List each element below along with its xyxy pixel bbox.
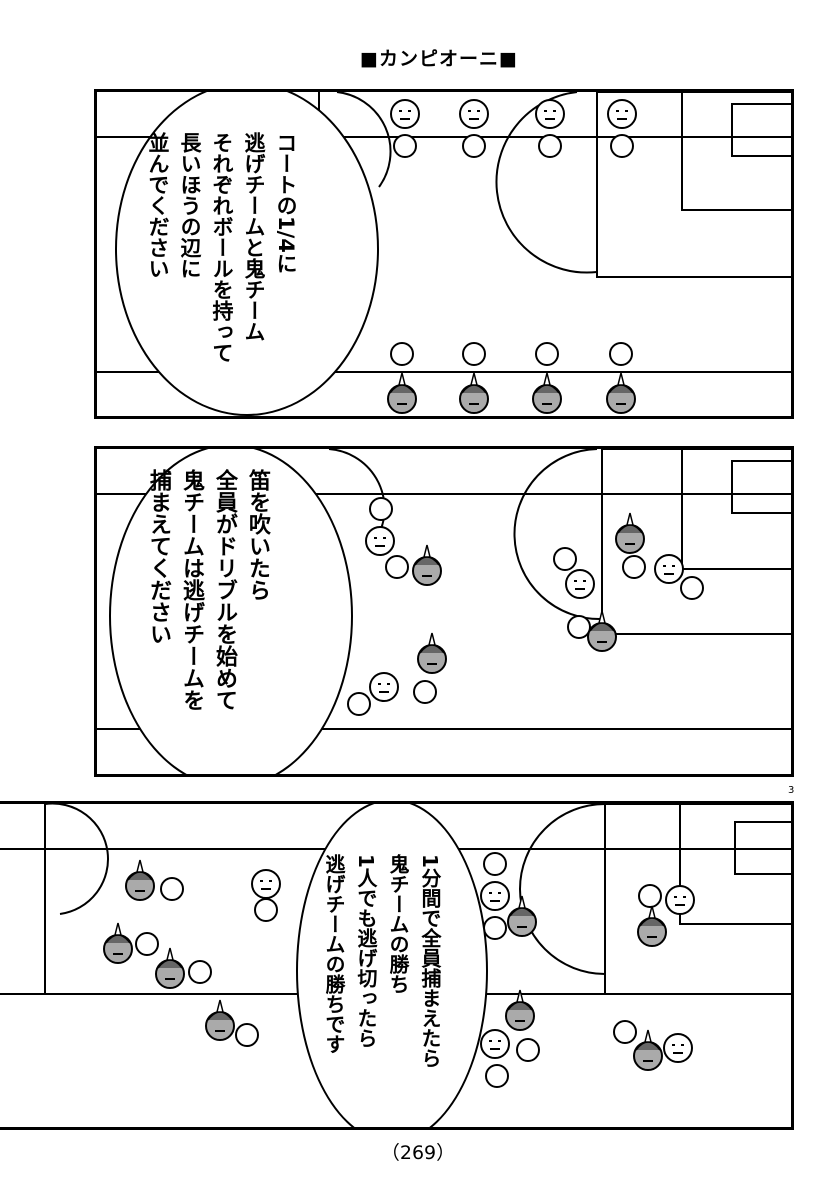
panel-2: 笛を吹いたら 全員がドリブルを始めて 鬼チームは逃げチームを 捕まえてください [94, 446, 794, 777]
ball-icon [393, 134, 417, 158]
ball-icon [638, 884, 662, 908]
ball-icon [235, 1023, 259, 1047]
runner-face-icon [251, 869, 281, 899]
ball-icon [553, 547, 577, 571]
ball-icon [347, 692, 371, 716]
ball-icon [485, 1064, 509, 1088]
small-page-marker: 3 [788, 785, 795, 796]
court-diagram-1 [97, 92, 791, 414]
runner-face-icon [365, 526, 395, 556]
ball-icon [609, 342, 633, 366]
oni-face-icon [505, 989, 535, 1031]
ball-icon [188, 960, 212, 984]
ball-icon [462, 342, 486, 366]
instruction-text-3: 1分間で全員捕まえたら 鬼チームの勝ち 1人でも逃げ切ったら 逃げチームの勝ちで… [322, 854, 442, 1068]
ball-icon [160, 877, 184, 901]
runner-face-icon [665, 885, 695, 915]
ball-icon [135, 932, 159, 956]
ball-icon [613, 1020, 637, 1044]
instruction-text-2: 笛を吹いたら 全員がドリブルを始めて 鬼チームは逃げチームを 捕まえてください [146, 469, 270, 711]
oni-face-icon [633, 1029, 663, 1071]
oni-face-icon [507, 895, 537, 937]
ball-icon [535, 342, 559, 366]
runner-face-icon [607, 99, 637, 129]
ball-icon [516, 1038, 540, 1062]
oni-face-icon [155, 947, 185, 989]
ball-icon [385, 555, 409, 579]
oni-face-icon [205, 999, 235, 1041]
page-number: （269） [380, 1142, 456, 1164]
ball-icon [622, 555, 646, 579]
ball-icon [369, 497, 393, 521]
oni-face-icon [615, 512, 645, 554]
instruction-text-1: コートの1/4に 逃げチームと鬼チーム それぞれボールを持って 長いほうの辺に … [146, 132, 298, 363]
runner-face-icon [565, 569, 595, 599]
runner-face-icon [369, 672, 399, 702]
ball-icon [462, 134, 486, 158]
oni-face-icon [412, 544, 442, 586]
runner-face-icon [663, 1033, 693, 1063]
speech-bubble-3 [296, 804, 488, 1127]
speech-bubble-1 [115, 92, 379, 416]
oni-face-icon [587, 610, 617, 652]
panel-1: コートの1/4に 逃げチームと鬼チーム それぞれボールを持って 長いほうの辺に … [94, 89, 794, 419]
ball-icon [538, 134, 562, 158]
panel-3: 1分間で全員捕まえたら 鬼チームの勝ち 1人でも逃げ切ったら 逃げチームの勝ちで… [0, 801, 794, 1130]
runner-face-icon [480, 1029, 510, 1059]
runner-face-icon [390, 99, 420, 129]
runner-face-icon [459, 99, 489, 129]
oni-face-icon [103, 922, 133, 964]
court-diagram-3 [0, 804, 791, 1088]
oni-face-icon [637, 905, 667, 947]
page-title: ■カンピオーニ■ [360, 48, 518, 70]
oni-face-icon [606, 372, 636, 414]
oni-face-icon [387, 372, 417, 414]
ball-icon [254, 898, 278, 922]
court-diagram-2 [97, 449, 791, 730]
ball-icon [413, 680, 437, 704]
oni-face-icon [459, 372, 489, 414]
oni-face-icon [125, 859, 155, 901]
speech-bubble-2 [109, 449, 353, 774]
runner-face-icon [654, 554, 684, 584]
oni-face-icon [417, 632, 447, 674]
ball-icon [567, 615, 591, 639]
oni-face-icon [532, 372, 562, 414]
runner-face-icon [535, 99, 565, 129]
runner-face-icon [480, 881, 510, 911]
ball-icon [390, 342, 414, 366]
ball-icon [610, 134, 634, 158]
ball-icon [483, 852, 507, 876]
ball-icon [680, 576, 704, 600]
ball-icon [483, 916, 507, 940]
